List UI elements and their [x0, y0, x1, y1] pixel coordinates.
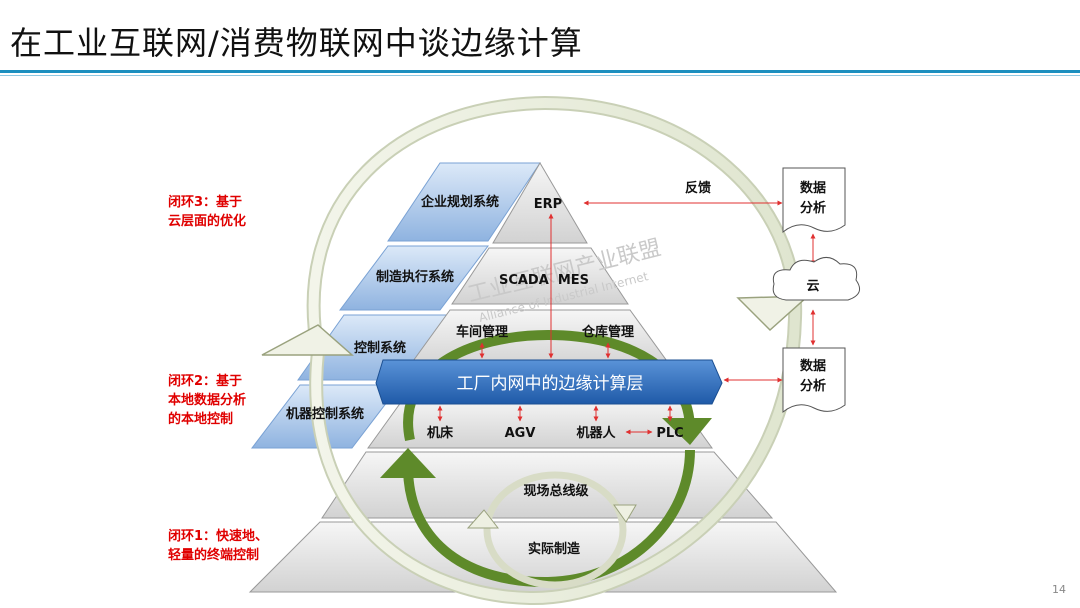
cloud-shape [772, 257, 861, 301]
edge-layer-label: 工厂内网中的边缘计算层 [457, 374, 644, 394]
loop1-line1: 闭环1：快速地、 [168, 529, 269, 544]
label-machine-control: 机器控制系统 [286, 406, 364, 422]
edge-computing-layer [375, 359, 723, 405]
block-manufacturing-execution [339, 245, 489, 311]
label-data-top-1: 数据 [800, 180, 826, 196]
loop2-line1: 闭环2：基于 [168, 374, 243, 389]
label-workshop-management: 车间管理 [456, 324, 508, 340]
block-enterprise-planning [387, 162, 541, 242]
label-feedback: 反馈 [685, 180, 711, 196]
block-machine-control [250, 384, 402, 449]
loop2-arrowhead-right [662, 418, 712, 445]
label-erp: ERP [534, 197, 562, 212]
loop3-label: 闭环3：基于 云层面的优化 [168, 193, 246, 231]
label-agv: AGV [505, 426, 536, 441]
loop3-arrowhead-left [261, 324, 354, 356]
label-machine-tool: 机床 [427, 425, 454, 441]
title-divider-thin [0, 75, 1080, 76]
loop3-line2: 云层面的优化 [168, 214, 247, 229]
label-data-bottom-2: 分析 [800, 378, 826, 394]
title-divider [0, 70, 1080, 73]
pyramid-layer-scada [451, 247, 629, 305]
label-data-top-2: 分析 [800, 200, 826, 216]
label-data-bottom-1: 数据 [800, 358, 826, 374]
loop1-ring [483, 471, 627, 589]
label-enterprise-planning: 企业规划系统 [420, 194, 499, 210]
loop2-arrowhead-left [380, 448, 436, 478]
loop3-line1: 闭环3：基于 [168, 195, 243, 210]
page-number: 14 [1052, 583, 1066, 596]
loop3-arrowhead-right [736, 295, 811, 332]
label-plc: PLC [656, 426, 683, 441]
label-actual-manufacturing: 实际制造 [528, 541, 581, 557]
data-analysis-bottom-doc [782, 347, 846, 414]
label-fieldbus: 现场总线级 [523, 483, 589, 499]
loop2-label: 闭环2：基于 本地数据分析 的本地控制 [168, 372, 246, 429]
label-manufacturing-execution: 制造执行系统 [376, 269, 454, 285]
label-warehouse-management: 仓库管理 [581, 324, 634, 340]
slide-title: 在工业互联网/消费物联网中谈边缘计算 [10, 24, 583, 62]
label-scada-mes: SCADA MES [499, 273, 589, 288]
loop2-line2: 本地数据分析 [168, 393, 247, 408]
data-analysis-top-doc [782, 167, 846, 234]
loop1-arrowhead [466, 509, 500, 529]
label-robot: 机器人 [576, 425, 616, 441]
label-cloud: 云 [806, 279, 819, 294]
label-control-system: 控制系统 [354, 340, 406, 356]
loop2-line3: 的本地控制 [168, 412, 234, 427]
loop1-line2: 轻量的终端控制 [168, 548, 260, 563]
loop1-label: 闭环1：快速地、 轻量的终端控制 [168, 527, 268, 565]
loop1-arrowhead-right [613, 504, 637, 523]
pyramid-layer-erp [492, 162, 588, 244]
